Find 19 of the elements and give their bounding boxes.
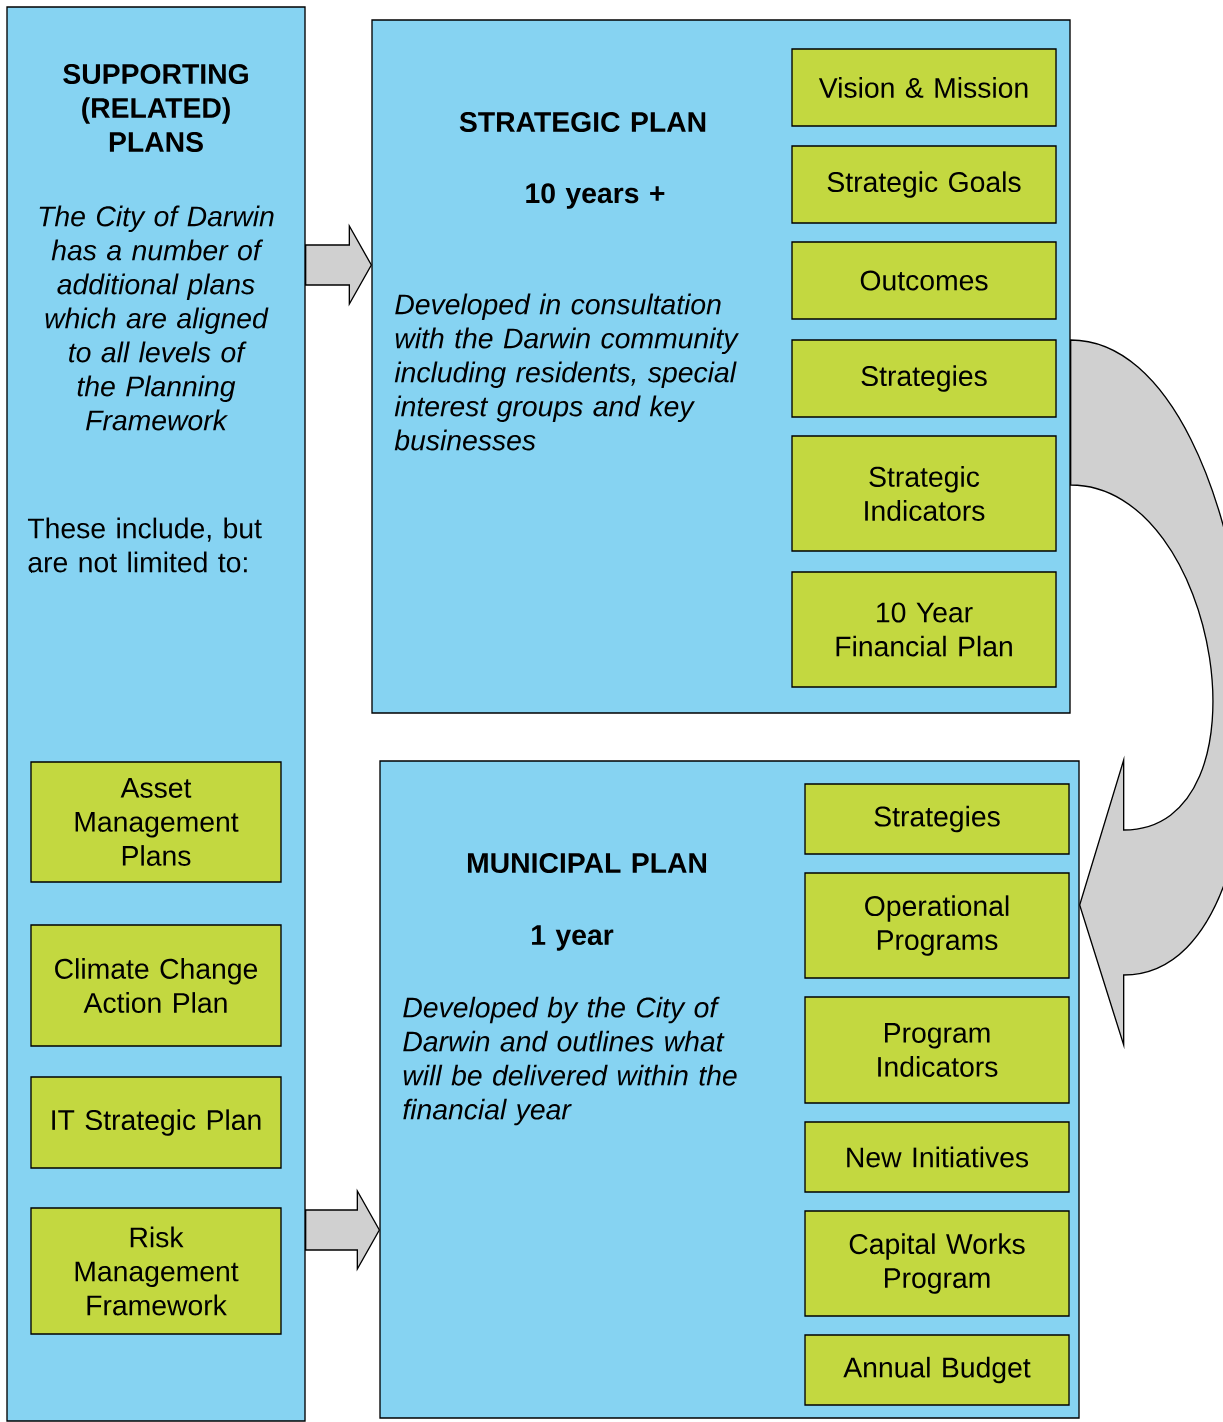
plan-item-box: IT Strategic Plan — [30, 1076, 282, 1169]
block-arrow — [305, 1188, 381, 1272]
plan-item-box: Capital Works Program — [804, 1210, 1070, 1317]
block-arrow — [1070, 339, 1223, 1046]
plan-item-box: Asset Management Plans — [30, 761, 282, 883]
plan-item-box: New Initiatives — [804, 1121, 1070, 1193]
plan-item-box: Program Indicators — [804, 996, 1070, 1104]
plan-item-box: Vision & Mission — [791, 48, 1057, 127]
plan-item-box: 10 Year Financial Plan — [791, 571, 1057, 688]
block-arrow — [305, 223, 373, 307]
plan-item-box: Strategies — [791, 339, 1057, 418]
plan-item-box: Strategies — [804, 783, 1070, 855]
plan-item-box: Strategic Indicators — [791, 435, 1057, 552]
plan-item-box: Annual Budget — [804, 1334, 1070, 1406]
plan-item-box: Operational Programs — [804, 872, 1070, 979]
plan-item-box: Risk Management Framework — [30, 1207, 282, 1335]
plan-item-box: Climate Change Action Plan — [30, 924, 282, 1047]
plan-item-box: Outcomes — [791, 241, 1057, 320]
plan-item-box: Strategic Goals — [791, 145, 1057, 224]
